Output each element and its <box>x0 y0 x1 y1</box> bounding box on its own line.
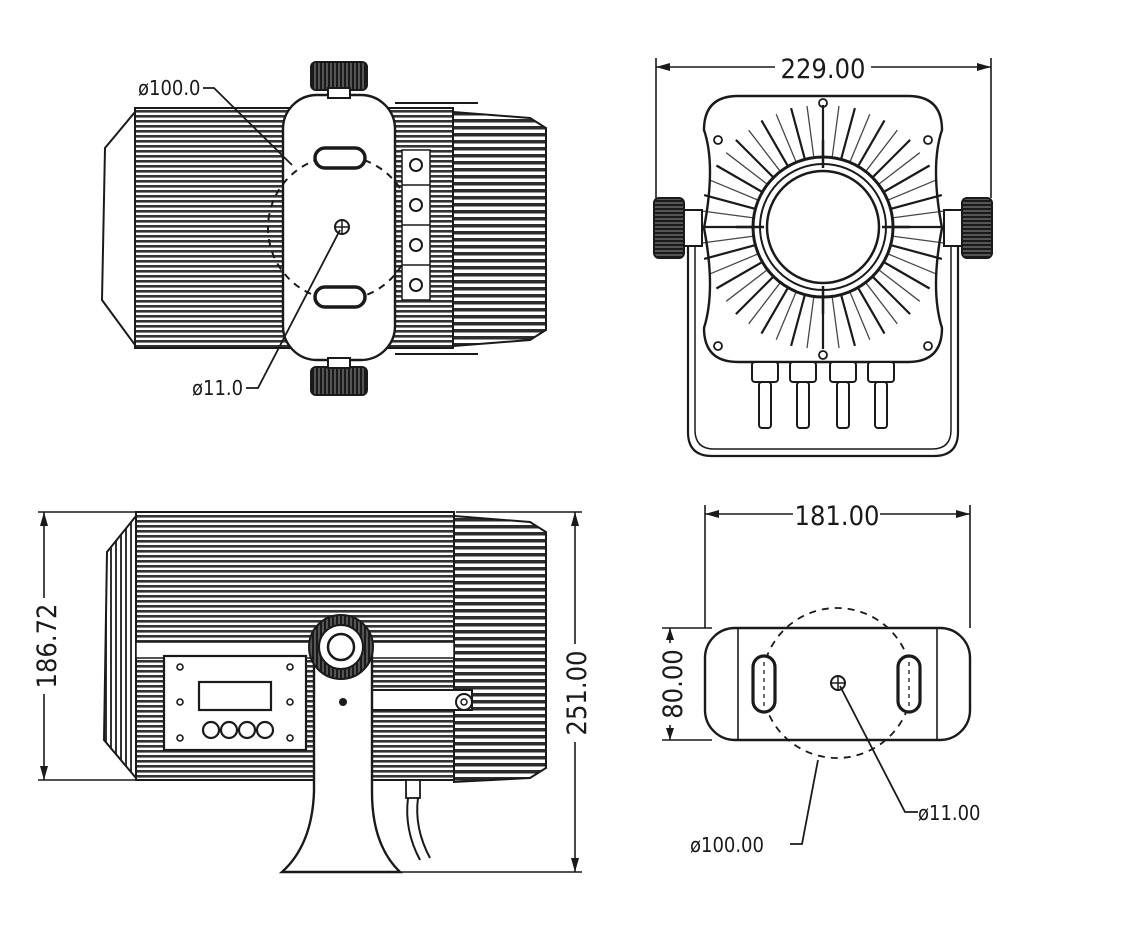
base-dim-width: 181.00 <box>795 501 880 532</box>
side-display-screen <box>197 680 273 712</box>
top-connectors <box>401 149 431 301</box>
side-dim-body-height: 186.72 <box>32 604 63 689</box>
front-yoke <box>686 210 960 458</box>
side-button-4 <box>255 720 275 740</box>
top-slot-upper <box>313 146 367 170</box>
top-knob-upper-icon <box>310 61 368 91</box>
side-view: 186.72 251.00 <box>32 511 593 874</box>
front-view: 229.00 <box>653 54 993 458</box>
top-rear-fins <box>100 109 136 349</box>
front-radial-fins <box>701 105 945 349</box>
base-view: 181.00 80.00 ø11.00 ø100.00 <box>658 501 981 857</box>
top-front-fins <box>452 110 547 348</box>
top-slot-lower <box>313 285 367 309</box>
top-leader-hole <box>246 229 341 389</box>
base-slot-left <box>751 654 777 714</box>
top-dim-hole-diameter: ø11.0 <box>192 376 243 400</box>
side-dim-total-height: 251.00 <box>562 651 593 736</box>
side-front-fins <box>453 514 547 784</box>
side-button-1 <box>201 720 221 740</box>
side-button-3 <box>237 720 257 740</box>
top-leader-outer <box>203 87 293 166</box>
side-button-2 <box>219 720 239 740</box>
base-leader-circle <box>790 759 819 845</box>
front-lens-inner <box>765 169 881 285</box>
base-dim-depth: 80.00 <box>658 649 689 719</box>
side-rear-fins <box>102 513 137 781</box>
front-knob-right-icon <box>961 197 993 259</box>
base-dim-circle-diameter: ø100.00 <box>690 833 764 857</box>
base-slot-right <box>896 654 922 714</box>
top-knob-lower-icon <box>310 366 368 396</box>
top-dim-outer-diameter: ø100.0 <box>138 76 201 100</box>
front-cable-glands <box>751 361 895 429</box>
top-view: ø100.0 ø11.0 <box>100 61 547 400</box>
front-knob-left-icon <box>653 197 685 259</box>
base-leader-hole <box>839 685 918 813</box>
front-dim-width: 229.00 <box>781 54 866 85</box>
base-dim-hole-diameter: ø11.00 <box>918 801 981 825</box>
